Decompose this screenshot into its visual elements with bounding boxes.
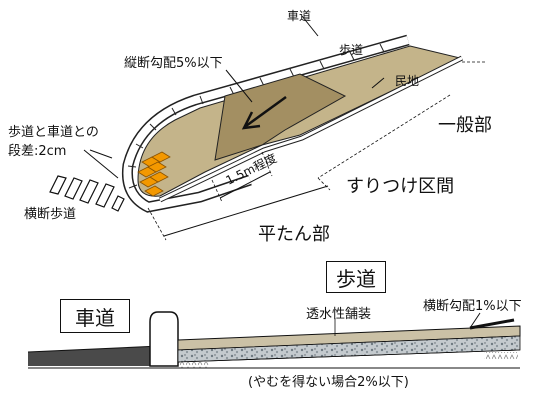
label-flat-section: 平たん部 [258,224,330,245]
label-exception-note: (やむを得ない場合2%以下) [248,375,409,390]
label-step-note-line1: 歩道と車道との [8,125,99,140]
label-private-land: 民地 [395,74,420,88]
label-roadway: 車道 [287,9,312,23]
label-crosswalk: 横断歩道 [24,207,77,222]
label-pavement: 透水性舗装 [306,307,372,322]
section-sidewalk-text: 歩道 [336,266,376,291]
subbase-right [484,352,518,359]
subbase-left [180,362,210,368]
cross-section [27,311,521,369]
section-slope-arrow [469,318,515,330]
plan-view [49,15,486,241]
label-cross-slope: 横断勾配1%以下 [423,299,522,314]
tactile-blocks [137,151,171,197]
box-section-roadway: 車道 [60,299,130,333]
section-roadway-text: 車道 [75,305,115,330]
section-curb [149,311,179,367]
label-general-section: 一般部 [438,115,492,136]
slope-arrow [241,95,287,130]
label-sidewalk: 歩道 [339,43,364,57]
label-longitudinal-slope: 縦断勾配5%以下 [124,56,223,71]
box-section-sidewalk: 歩道 [326,261,386,293]
label-transition-section: すりつけ区間 [346,176,455,197]
crosswalk-stripes [49,175,125,212]
transition-surface [214,73,347,161]
curb-joints [127,43,385,189]
label-step-note-line2: 段差:2cm [8,144,67,159]
